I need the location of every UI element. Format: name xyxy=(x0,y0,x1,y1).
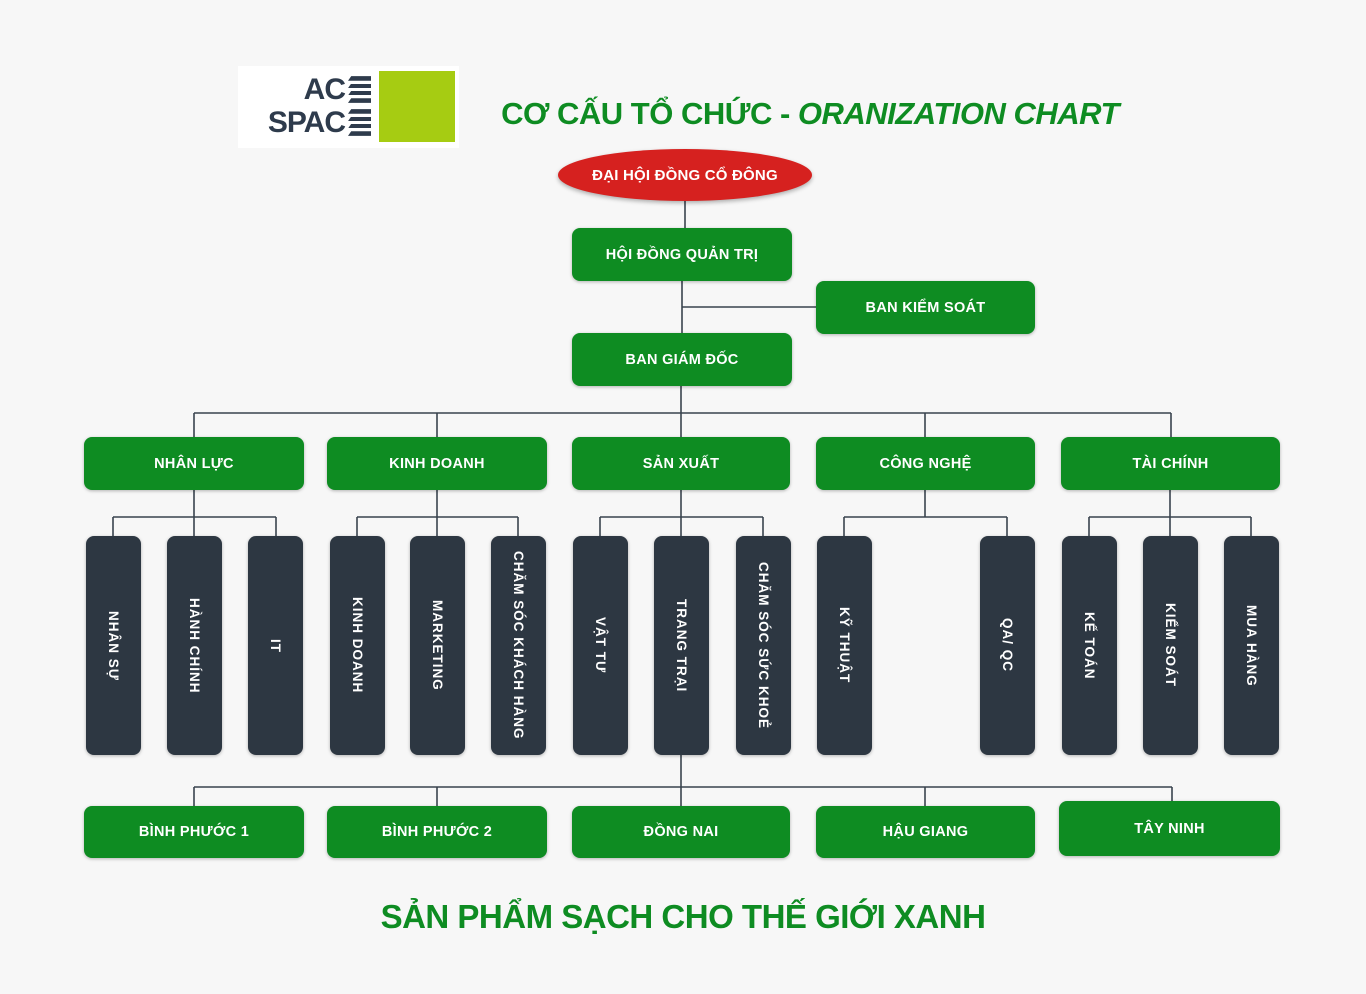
node-board-of-directors: HỘI ĐỒNG QUẢN TRỊ xyxy=(572,228,792,281)
node-site-tay-ninh: TÂY NINH xyxy=(1059,801,1280,856)
node-shareholders-meeting: ĐẠI HỘI ĐỒNG CỔ ĐÔNG xyxy=(558,149,812,201)
slogan: SẢN PHẨM SẠCH CHO THẾ GIỚI XANH xyxy=(380,898,986,935)
node-site-dong-nai: ĐỒNG NAI xyxy=(572,806,790,858)
logo-text-line2: SPAC xyxy=(267,105,346,139)
node-executive-board: BAN GIÁM ĐỐC xyxy=(572,333,792,386)
logo: AC SPAC xyxy=(238,66,459,148)
node-team-it: IT xyxy=(248,536,303,755)
node-supervisory-board: BAN KIỂM SOÁT xyxy=(816,281,1035,334)
node-team-qa-qc: QA/ QC xyxy=(980,536,1035,755)
node-team-trang-trai: TRANG TRẠI xyxy=(654,536,709,755)
logo-e-bars-icon xyxy=(348,75,371,105)
node-team-cham-soc-khach-hang: CHĂM SÓC KHÁCH HÀNG xyxy=(491,536,546,755)
node-site-hau-giang: HẬU GIANG xyxy=(816,806,1035,858)
node-team-hanh-chinh: HÀNH CHÍNH xyxy=(167,536,222,755)
logo-text-line1: AC xyxy=(303,72,346,106)
node-team-nhan-su: NHÂN SỰ xyxy=(86,536,141,755)
node-team-cham-soc-suc-khoe: CHĂM SÓC SỨC KHOẺ xyxy=(736,536,791,755)
node-site-binh-phuoc-2: BÌNH PHƯỚC 2 xyxy=(327,806,547,858)
logo-wordmark: AC SPAC xyxy=(268,73,371,139)
node-team-vat-tu: VẬT TƯ xyxy=(573,536,628,755)
node-site-binh-phuoc-1: BÌNH PHƯỚC 1 xyxy=(84,806,304,858)
node-team-kiem-soat: KIỂM SOÁT xyxy=(1143,536,1198,755)
logo-e-bars-icon xyxy=(348,108,371,138)
node-dept-technology: CÔNG NGHỆ xyxy=(816,437,1035,490)
page-title-english: ORANIZATION CHART xyxy=(797,96,1120,131)
node-team-ke-toan: KẾ TOÁN xyxy=(1062,536,1117,755)
node-team-mua-hang: MUA HÀNG xyxy=(1224,536,1279,755)
node-team-marketing: MARKETING xyxy=(410,536,465,755)
node-dept-finance: TÀI CHÍNH xyxy=(1061,437,1280,490)
node-team-ky-thuat: KỸ THUẬT xyxy=(817,536,872,755)
page-title: CƠ CẤU TỔ CHỨC - ORANIZATION CHART xyxy=(420,92,1200,136)
node-dept-human-resources: NHÂN LỰC xyxy=(84,437,304,490)
logo-green-square xyxy=(379,71,455,142)
page-title-vietnamese: CƠ CẤU TỔ CHỨC - xyxy=(501,96,798,131)
node-dept-production: SẢN XUẤT xyxy=(572,437,790,490)
node-dept-sales: KINH DOANH xyxy=(327,437,547,490)
node-team-kinh-doanh: KINH DOANH xyxy=(330,536,385,755)
